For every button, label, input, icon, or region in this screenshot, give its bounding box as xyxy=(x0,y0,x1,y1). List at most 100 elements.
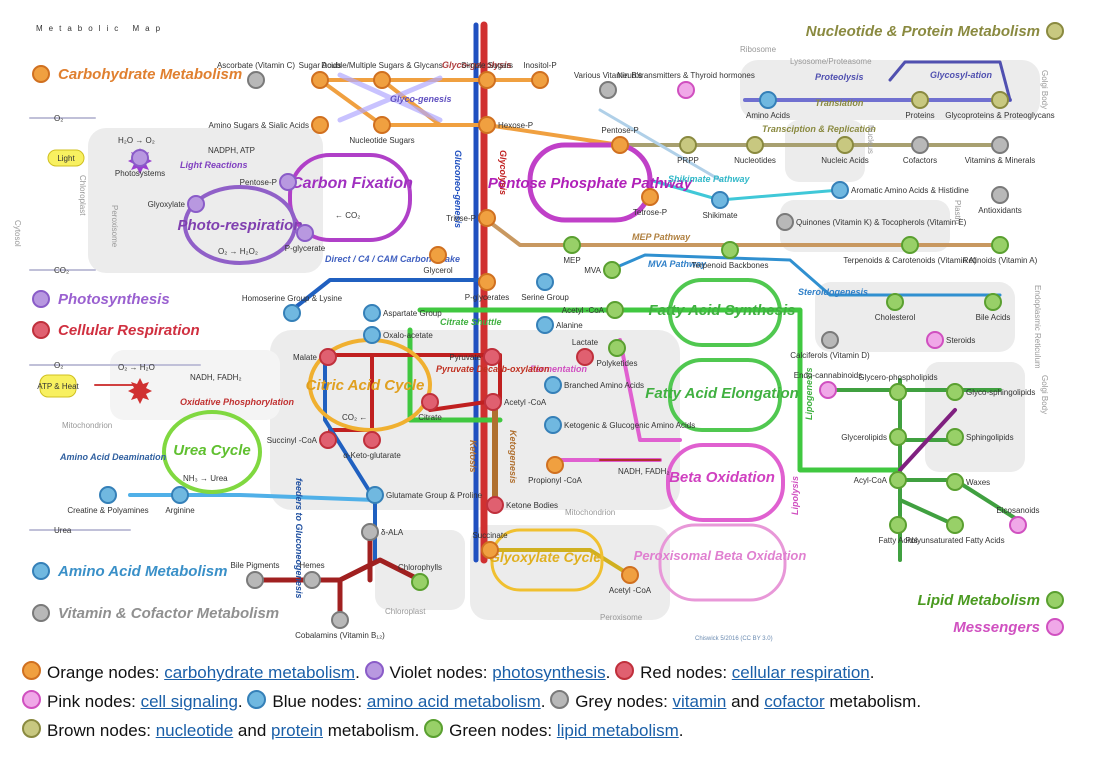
ribosome-label: Ribosome xyxy=(740,45,777,54)
plastid-label: Plastid xyxy=(953,200,962,224)
cycle-labels: Carbon Fixation Photo-respiration Pentos… xyxy=(173,175,806,565)
citrate-shuttle-label: Citrate Shuttle xyxy=(440,317,502,327)
node-hemes xyxy=(303,571,321,589)
legend-link-protein[interactable]: protein xyxy=(271,721,323,740)
legend-dot-7 xyxy=(424,719,444,738)
node-label-double-sugars: Double/Multiple Sugars & Glycans xyxy=(321,61,442,70)
feeders-label: feeders to Gluconeogenesis xyxy=(294,478,304,599)
legend-dot-6 xyxy=(22,719,41,738)
node-waxes xyxy=(946,473,964,491)
citric-label: Citric Acid Cycle xyxy=(306,377,425,394)
node-label-acetyl-coa-top: Acetyl -CoA xyxy=(562,306,605,315)
node-label-alanine: Alanine xyxy=(556,321,583,330)
oxphos-label: Oxidative Phosphorylation xyxy=(180,397,295,407)
urea-label: Urea Cycle xyxy=(173,442,251,459)
pbo-cycle xyxy=(658,523,787,602)
node-label-glutamate: Glutamate Group & Proline xyxy=(386,491,483,500)
mito2-region xyxy=(110,350,280,420)
nucleo-category-label: Nucleotide & Protein Metabolism xyxy=(806,23,1040,40)
vitb-line xyxy=(598,108,722,182)
node-terpenoid-backbones xyxy=(721,241,739,259)
node-label-sugar-acids: Sugar Acids xyxy=(299,61,342,70)
signal-category-label: Messengers xyxy=(953,619,1040,636)
node-label-pentose-p: Pentose-P xyxy=(601,126,638,135)
transcription-label: Transciption & Replication xyxy=(762,124,876,134)
node-label-glycerolipids: Glycerolipids xyxy=(841,433,887,442)
legend-text-0: Orange nodes: xyxy=(47,663,165,682)
amino-category-label: Amino Acid Metabolism xyxy=(57,563,227,580)
node-double-sugars xyxy=(373,71,391,89)
legend-link-nucleotide[interactable]: nucleotide xyxy=(155,721,234,740)
node-label-succinyl-coa: Succinyl -CoA xyxy=(267,436,318,445)
signal-legend-dot xyxy=(1046,618,1064,636)
node-label-vitamins-minerals: Vitamins & Minerals xyxy=(965,156,1036,165)
fae-cycle xyxy=(668,358,782,432)
node-inositol xyxy=(531,71,549,89)
co2-left-text: CO₂ xyxy=(54,266,69,275)
golgi2-label: Golgi Body xyxy=(1040,375,1049,414)
node-label-aspartate-group: Aspartate Group xyxy=(383,309,442,318)
node-label-sphingolipids: Sphingolipids xyxy=(966,433,1014,442)
nucleus-region xyxy=(785,120,865,182)
node-label-akg: α-Keto-glutarate xyxy=(343,451,401,460)
map-title: Metabolic Map xyxy=(36,24,166,33)
node-tetrose-p xyxy=(641,188,659,206)
legend-link-cellular-respiration[interactable]: cellular respiration xyxy=(731,663,870,682)
node-ketone-bodies xyxy=(486,496,504,514)
node-label-eicosanoids: Eicosanoids xyxy=(996,506,1039,515)
nucleus-label: Nucleus xyxy=(866,125,875,154)
legend-link-vitamin[interactable]: vitamin xyxy=(672,692,727,711)
node-label-chlorophylls: Chlorophylls xyxy=(398,563,442,572)
gluconeogenesis-label: Gluconeo-genesis xyxy=(453,150,463,228)
glycosylation-line xyxy=(888,60,1012,102)
legend-text-7: Green nodes: xyxy=(449,721,557,740)
node-nucleic-acids xyxy=(836,136,854,154)
hexose-pentose-line xyxy=(485,123,622,147)
legend-text-4: Blue nodes: xyxy=(272,692,367,711)
legend-post-text: . xyxy=(355,663,365,682)
node-creatine xyxy=(99,486,117,504)
h2o-o2-text: H₂O → O₂ xyxy=(118,136,155,145)
node-label-triose-p: Triose-P xyxy=(446,214,476,223)
node-succinyl-coa xyxy=(319,431,337,449)
node-retinoids xyxy=(991,236,1009,254)
node-label-mep: MEP xyxy=(563,256,580,265)
lysosome-label: Lysosome/Proteasome xyxy=(790,57,872,66)
legend-text-1: Violet nodes: xyxy=(389,663,493,682)
node-pufa xyxy=(946,516,964,534)
node-label-waxes: Waxes xyxy=(966,478,990,487)
node-antioxidants xyxy=(991,186,1009,204)
left-arrows xyxy=(29,117,201,531)
sphingo-line xyxy=(898,408,957,472)
node-label-terpenoid-backbones: Terpenoid Backbones xyxy=(692,261,769,270)
atp-badge xyxy=(39,374,77,398)
glyox-label: Glyoxylate Cycle xyxy=(489,549,601,565)
node-label-inositol: Inositol-P xyxy=(523,61,556,70)
node-label-malate: Malate xyxy=(293,353,318,362)
mva-pathway-label: MVA Pathway xyxy=(648,259,707,269)
legend-link-cofactor[interactable]: cofactor xyxy=(764,692,825,711)
node-label-ascorbate: Ascorbate (Vitamin C) xyxy=(217,61,295,70)
cytosol-label: Cytosol xyxy=(13,220,22,247)
legend-mid-text: and xyxy=(726,692,765,711)
node-labels-layer: Ascorbate (Vitamin C) Sugar AcidsDouble/M… xyxy=(67,61,1054,640)
node-endocannabinoids xyxy=(819,381,837,399)
legend: Orange nodes: carbohydrate metabolism. V… xyxy=(22,658,1097,745)
glyox-cycle xyxy=(490,528,604,592)
legend-link-amino-acid-metabolism[interactable]: amino acid metabolism xyxy=(366,692,541,711)
o2-left2-text: O₂ xyxy=(54,361,63,370)
o2-h2o2-text: O₂ → H₂O₂ xyxy=(218,247,258,256)
signature-text: Chiswick 5/2016 (CC BY 3.0) xyxy=(695,636,773,642)
mito2-label: Mitochondrion xyxy=(62,421,112,430)
legend-link-cell-signaling[interactable]: cell signaling xyxy=(140,692,238,711)
node-label-ala: δ-ALA xyxy=(381,528,404,537)
legend-link-carbohydrate-metabolism[interactable]: carbohydrate metabolism xyxy=(164,663,356,682)
node-glyoxylate xyxy=(187,195,205,213)
legend-link-photosynthesis[interactable]: photosynthesis xyxy=(492,663,606,682)
node-calciferols xyxy=(821,331,839,349)
resp-legend-dot xyxy=(32,321,50,339)
node-ascorbate xyxy=(247,71,265,89)
node-fatty-acids xyxy=(889,516,907,534)
legend-link-lipid-metabolism[interactable]: lipid metabolism xyxy=(556,721,679,740)
er-label: Endoplasmic Reticulum xyxy=(1033,285,1042,369)
